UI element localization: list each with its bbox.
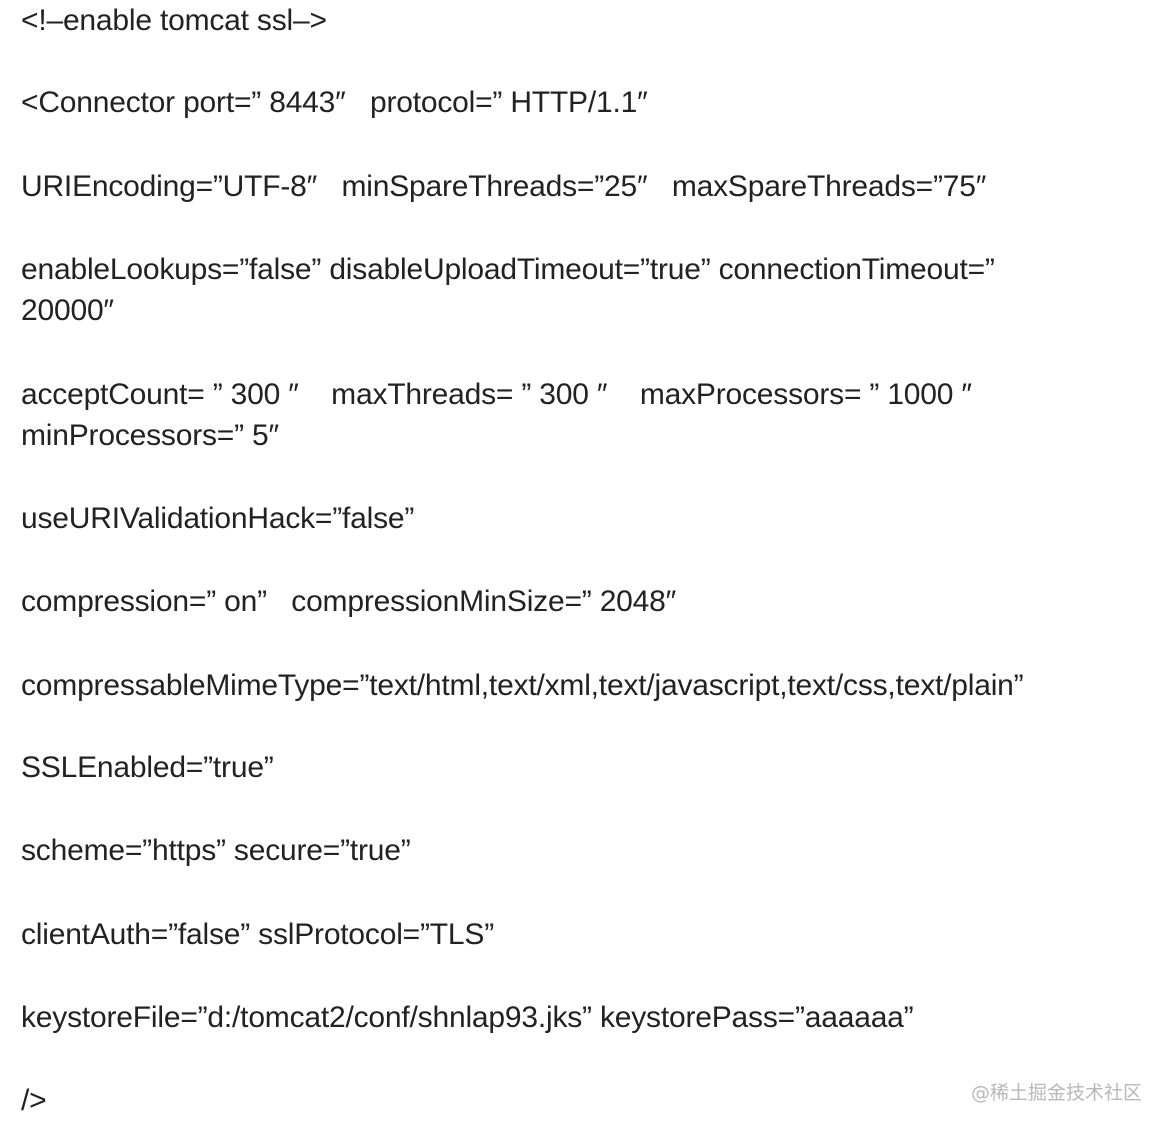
keystore-line: keystoreFile=”d:/tomcat2/conf/shnlap93.j…	[21, 1001, 914, 1034]
connector-open-line: <Connector port=” 8443″ protocol=” HTTP/…	[21, 86, 648, 119]
scheme-secure-line: scheme=”https” secure=”true”	[21, 834, 411, 867]
client-auth-line: clientAuth=”false” sslProtocol=”TLS”	[21, 918, 494, 951]
encoding-threads-line: URIEncoding=”UTF-8″ minSpareThreads=”25″…	[21, 170, 987, 203]
watermark: @稀土掘金技术社区	[970, 1082, 1142, 1104]
lookups-timeout-line-cont: 20000″	[21, 294, 114, 327]
accept-threads-line: acceptCount= ” 300 ″ maxThreads= ” 300 ″…	[21, 378, 972, 411]
mime-type-line: compressableMimeType=”text/html,text/xml…	[21, 669, 1024, 702]
uri-validation-line: useURIValidationHack=”false”	[21, 502, 415, 535]
lookups-timeout-line: enableLookups=”false” disableUploadTimeo…	[21, 253, 995, 286]
comment-line: <!–enable tomcat ssl–>	[21, 4, 327, 37]
ssl-enabled-line: SSLEnabled=”true”	[21, 751, 274, 784]
min-processors-line: minProcessors=” 5″	[21, 419, 279, 452]
compression-line: compression=” on” compressionMinSize=” 2…	[21, 585, 677, 618]
connector-close-line: />	[21, 1084, 47, 1117]
